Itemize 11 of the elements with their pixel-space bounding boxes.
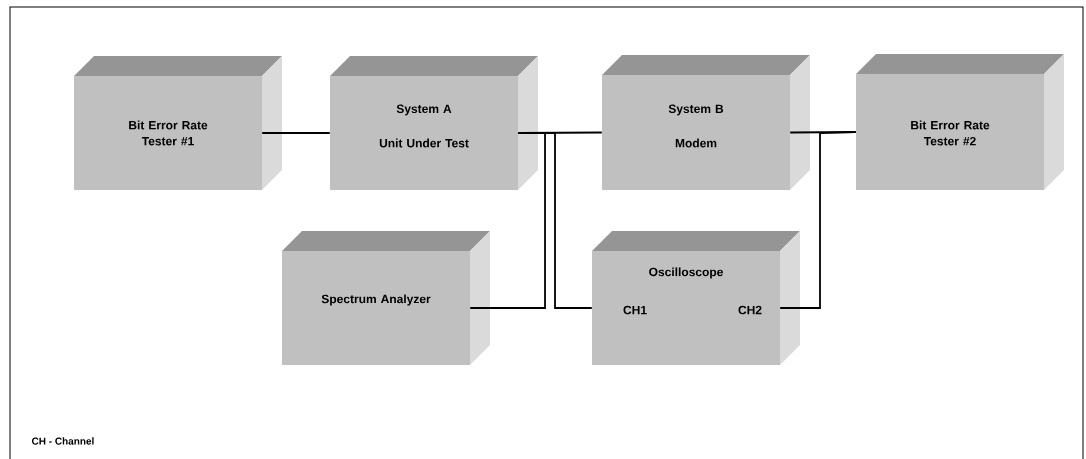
legend-note: CH - Channel [31, 437, 94, 445]
cable-line [779, 131, 857, 309]
equipment-box: Bit Error Rate Tester #1 [74, 56, 282, 190]
cable-line [517, 132, 593, 309]
cable-line [469, 132, 546, 309]
equipment-box: Oscilloscope CH1 CH2 [592, 231, 800, 365]
equipment-box: Spectrum Analyzer [282, 231, 490, 365]
equipment-box: System B Modem [602, 55, 810, 190]
cable-line [261, 132, 331, 134]
equipment-box: Bit Error Rate Tester #2 [856, 54, 1064, 190]
equipment-box: System A Unit Under Test [330, 56, 538, 190]
